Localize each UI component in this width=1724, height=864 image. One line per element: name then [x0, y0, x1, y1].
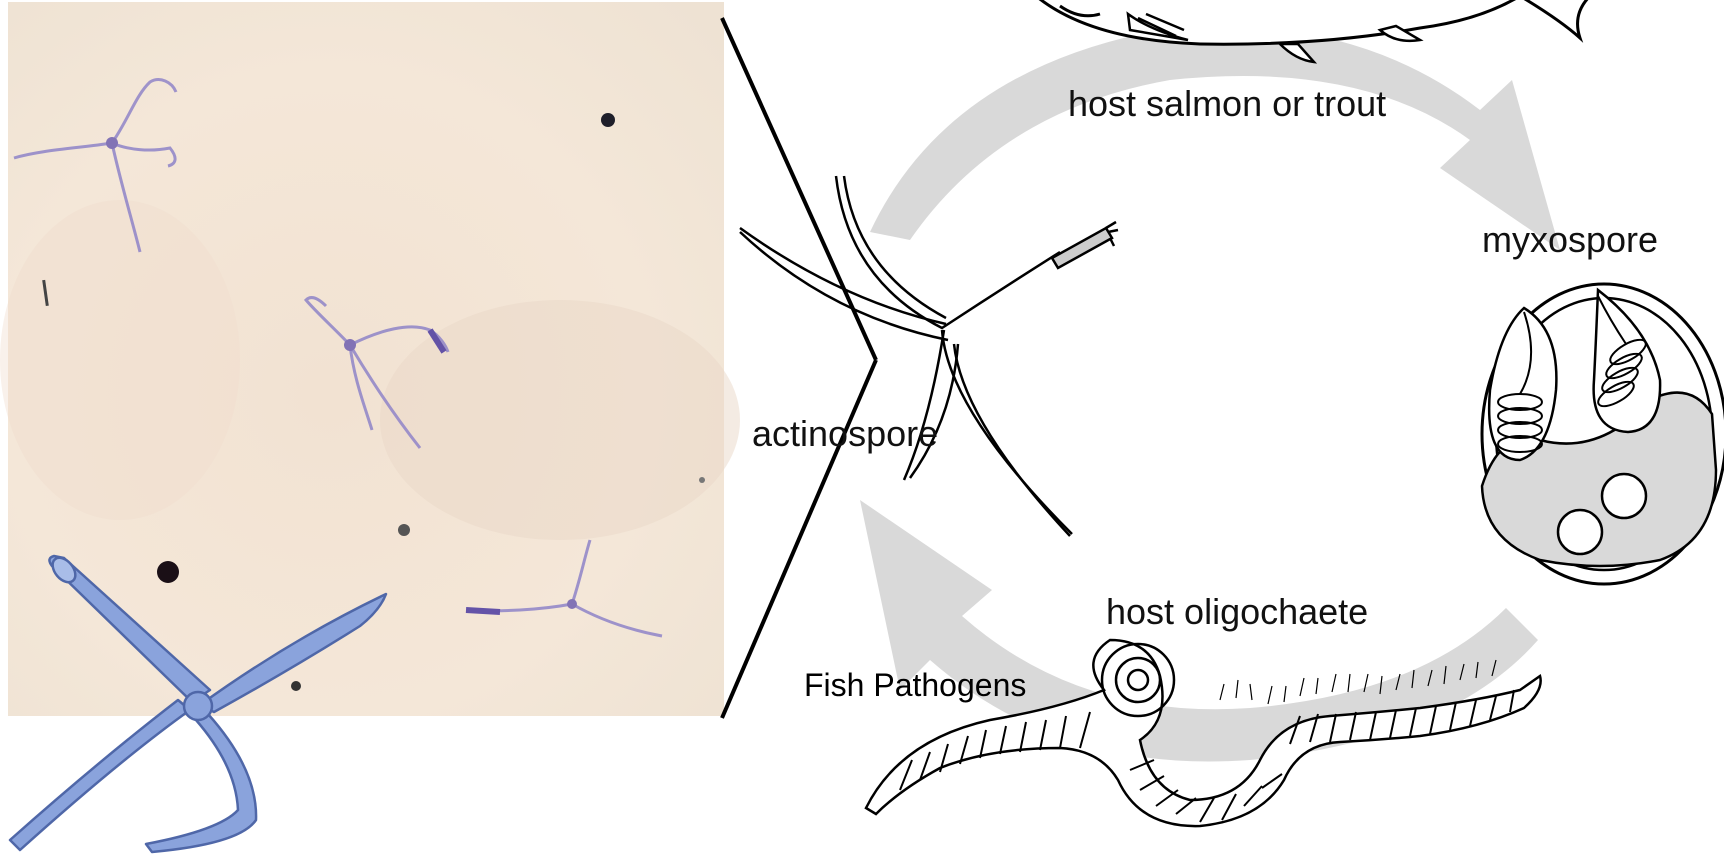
label-host-worm: host oligochaete: [1106, 591, 1368, 632]
actinospore-tip: [1052, 222, 1118, 268]
label-myxospore: myxospore: [1482, 219, 1658, 260]
micrograph-panel: [0, 2, 740, 852]
zoom-bracket: [722, 18, 876, 718]
cycle-arrow-top: [870, 27, 1560, 250]
actinospore-line-drawing: [740, 176, 1118, 536]
label-host-fish: host salmon or trout: [1068, 83, 1386, 124]
label-actinospore: actinospore: [752, 413, 938, 454]
figure-caption: Fish Pathogens: [804, 667, 1026, 703]
myxospore-illustration: [1482, 284, 1724, 584]
cycle-arrows: [860, 27, 1560, 762]
